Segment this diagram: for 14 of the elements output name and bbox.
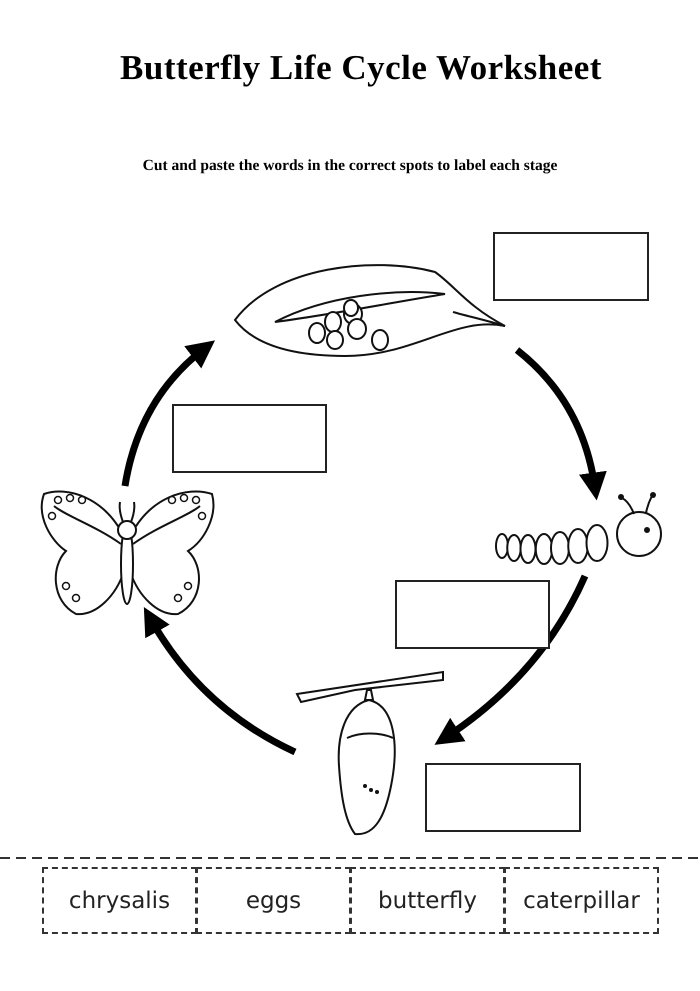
answer-box <box>172 404 327 473</box>
cut-out-word: caterpillar <box>504 867 659 934</box>
cut-out-word: eggs <box>196 867 351 934</box>
cycle-arrow <box>514 347 606 500</box>
worksheet-title: Butterfly Life Cycle Worksheet <box>119 48 603 88</box>
answer-box <box>425 763 581 832</box>
instruction-text: Cut and paste the words in the correct spots to label each stage <box>142 157 558 175</box>
cut-out-word: butterfly <box>350 867 505 934</box>
answer-box <box>493 232 649 301</box>
cut-out-word: chrysalis <box>42 867 197 934</box>
cycle-arrow <box>434 574 588 746</box>
cycle-arrow <box>122 340 215 487</box>
answer-box <box>395 580 550 649</box>
cycle-arrow <box>144 607 297 756</box>
